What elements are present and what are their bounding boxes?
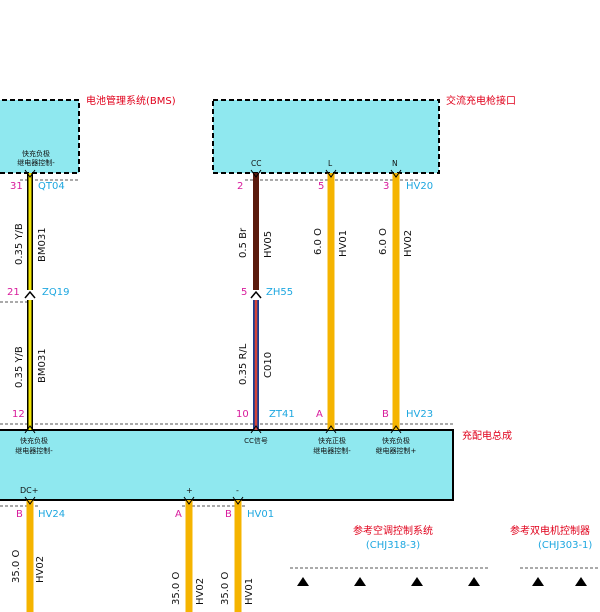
wire-hv02-dc-code: HV02 [35,555,46,583]
inline-zh55-chevron [250,290,262,299]
pin-marker-pdu-10 [250,425,262,434]
pdu-pin-b-label-line1: 快充负极 [382,437,410,445]
pin-marker-bms-31 [24,169,36,178]
pin-marker-cc [250,169,262,178]
ref-dual-motor-code: (CHJ303-1) [538,540,593,551]
pdu-pin-12-label-line1: 快充负极 [20,437,48,445]
wire-hv01-minus-code: HV01 [244,577,255,605]
pdu-pin-10-label: CC信号 [244,437,268,445]
wire-hv01-l-code: HV01 [338,229,349,257]
pdu-bottom-pin-b-right-number: B [225,509,232,520]
wire-c010-spec: 0.35 R/L [238,343,249,385]
pdu-bottom-pin-a-number: A [175,509,182,520]
ref-ac-control-title: 参考空调控制系统 [353,526,433,537]
wire-hv02-n-spec: 6.0 O [378,228,389,255]
wire-bm031-lower-spec: 0.35 Y/B [14,346,25,388]
wire-hv02-plus-spec: 35.0 O [171,571,182,605]
ref-dual-motor-title: 参考双电机控制器 [510,526,590,537]
ac-pin-cc-number: 2 [237,181,244,192]
pdu-dc-plus-label: DC+ [20,486,39,495]
ac-port-connector-box[interactable] [212,99,440,174]
pin-marker-n [390,169,402,178]
pdu-pin-12-label-line2: 继电器控制- [15,447,53,455]
pdu-bottom-connector-hv24-id: HV24 [38,509,66,520]
bms-pin-label-line1: 快充负极 [22,150,50,158]
pdu-top-connector-b-id: HV23 [406,409,434,420]
ac-pin-n-number: 3 [383,181,390,192]
pdu-minus-label: - [236,486,239,495]
ref-ac-control-code: (CHJ318-3) [365,540,421,551]
wire-hv02-dc-spec: 35.0 O [11,549,22,583]
ref-arrow-3 [411,577,423,586]
pdu-pin-10-number: 10 [236,409,249,420]
wire-bm031-upper-code: BM031 [37,227,48,262]
pdu-pin-b-label-line2: 继电器控制+ [375,447,417,455]
wire-hv01-l-spec: 6.0 O [313,228,324,255]
wire-hv05-spec: 0.5 Br [238,227,249,258]
bms-pin-number: 31 [10,181,23,192]
pdu-pin-b-number: B [382,409,389,420]
pdu-plus-label: + [186,486,193,495]
pin-marker-pdu-a [325,425,337,434]
inline-zh55-connector-id: ZH55 [266,287,294,298]
ac-pin-l-label: L [328,159,333,168]
ac-pin-n-label: N [392,159,398,168]
pdu-top-connector-a-id: ZT41 [269,409,295,420]
pdu-pin-12-number: 12 [12,409,25,420]
pin-marker-pdu-plus [183,496,195,505]
bms-connector-id: QT04 [38,181,65,192]
pin-marker-pdu-minus [232,496,244,505]
wire-hv01-minus-spec: 35.0 O [220,571,231,605]
wire-hv05-code: HV05 [263,230,274,258]
ref-arrow-1 [297,577,309,586]
pdu-assembly-box[interactable] [0,429,454,501]
wire-hv02-n-code: HV02 [403,229,414,257]
pin-marker-pdu-dc [24,496,36,505]
ref-arrow-5 [532,577,544,586]
ac-port-title: 交流充电枪接口 [446,96,516,107]
ref-arrow-4 [468,577,480,586]
pin-marker-pdu-b [390,425,402,434]
pdu-bottom-pin-b-left-number: B [16,509,23,520]
inline-zq19-pin-number: 21 [7,287,20,298]
ref-arrow-6 [575,577,587,586]
ac-pin-cc-label: CC [251,159,262,168]
pdu-pin-a-label-line1: 快充正极 [318,437,346,445]
pdu-pin-a-number: A [316,409,323,420]
ref-arrow-2 [354,577,366,586]
pin-marker-l [325,169,337,178]
wire-hv02-plus-code: HV02 [195,577,206,605]
ac-pin-l-number: 5 [318,181,325,192]
wire-bm031-upper-spec: 0.35 Y/B [14,223,25,265]
pin-marker-pdu-12 [24,425,36,434]
pdu-bottom-connector-hv01-id: HV01 [247,509,275,520]
pdu-title: 充配电总成 [462,431,512,442]
inline-zh55-pin-number: 5 [241,287,248,298]
wire-c010-code: C010 [263,351,274,378]
bms-connector-box[interactable] [0,99,80,174]
wire-bm031-lower-code: BM031 [37,348,48,383]
ac-port-connector-id: HV20 [406,181,434,192]
bms-title: 电池管理系统(BMS) [86,96,176,107]
bms-pin-label-line2: 继电器控制- [17,159,55,167]
pdu-pin-a-label-line2: 继电器控制- [313,447,351,455]
inline-zq19-chevron [24,290,36,299]
inline-zq19-connector-id: ZQ19 [42,287,70,298]
